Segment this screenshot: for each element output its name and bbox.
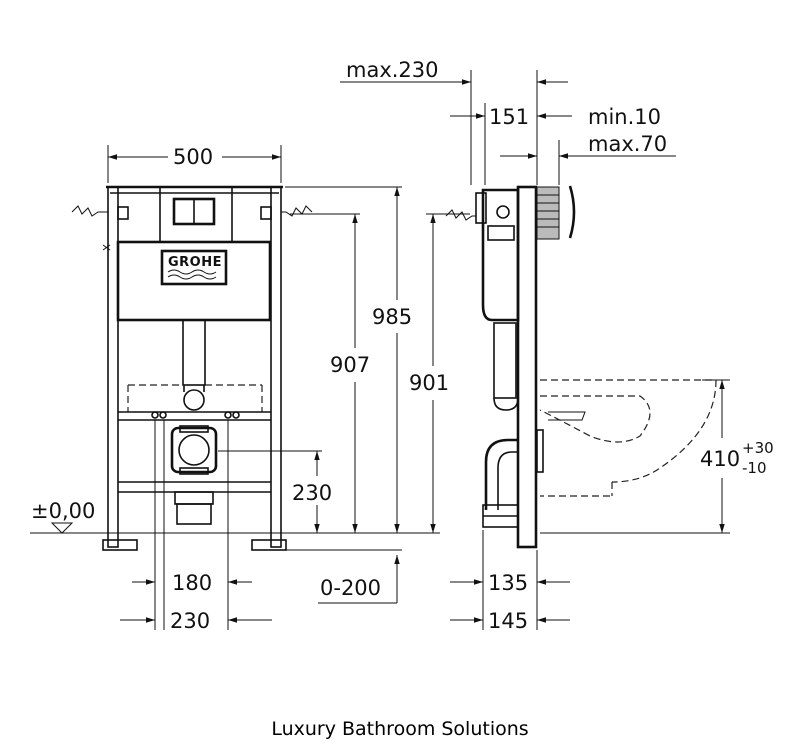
dim-230-height: 230 — [292, 481, 332, 505]
dim-410: 410 — [700, 447, 740, 471]
dim-135: 135 — [488, 571, 528, 595]
dim-230-width: 230 — [170, 609, 210, 633]
front-view: GROHE — [71, 185, 313, 551]
dim-0-200: 0-200 — [320, 576, 381, 600]
side-dimensions: max.230 151 min.10 max.70 410 +30 -10 13… — [340, 58, 774, 633]
floor-level: ±0,00 — [31, 499, 95, 523]
dim-151: 151 — [489, 105, 529, 129]
dim-min-10: min.10 — [588, 105, 661, 129]
technical-drawing: GROHE — [30, 58, 774, 633]
side-view — [445, 185, 717, 549]
dim-907: 907 — [330, 353, 370, 377]
dim-180: 180 — [172, 571, 212, 595]
caption: Luxury Bathroom Solutions — [271, 718, 529, 740]
dim-145: 145 — [488, 609, 528, 633]
dim-500: 500 — [173, 145, 213, 169]
front-dimensions: 500 985 907 901 230 ±0,00 0-200 — [30, 145, 470, 633]
dim-max-230: max.230 — [346, 58, 439, 82]
brand-logo: GROHE — [160, 249, 228, 286]
dim-901: 901 — [409, 371, 449, 395]
dim-410-tol-plus: +30 — [742, 439, 774, 457]
dim-985: 985 — [372, 305, 412, 329]
dim-max-70: max.70 — [588, 132, 667, 156]
svg-text:GROHE: GROHE — [168, 255, 222, 270]
dim-410-tol-minus: -10 — [742, 459, 767, 477]
